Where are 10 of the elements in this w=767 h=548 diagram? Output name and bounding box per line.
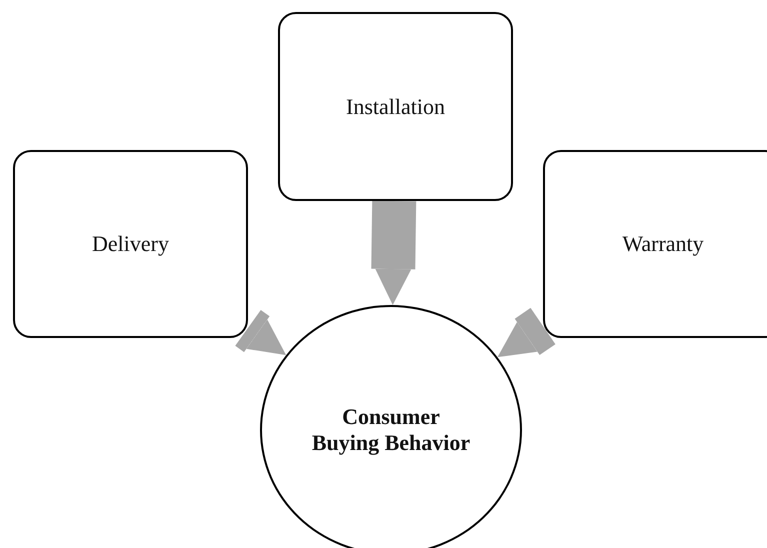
rounded-box (543, 150, 767, 338)
block-arrow (235, 310, 286, 356)
rounded-box (278, 12, 513, 201)
block-arrow (371, 200, 416, 305)
rounded-box (13, 150, 248, 338)
node-label: Delivery (92, 231, 169, 257)
block-arrow (497, 308, 556, 358)
node-label: Consumer Buying Behavior (310, 404, 472, 456)
node-label: Installation (346, 94, 445, 120)
node-label: Warranty (622, 231, 704, 257)
